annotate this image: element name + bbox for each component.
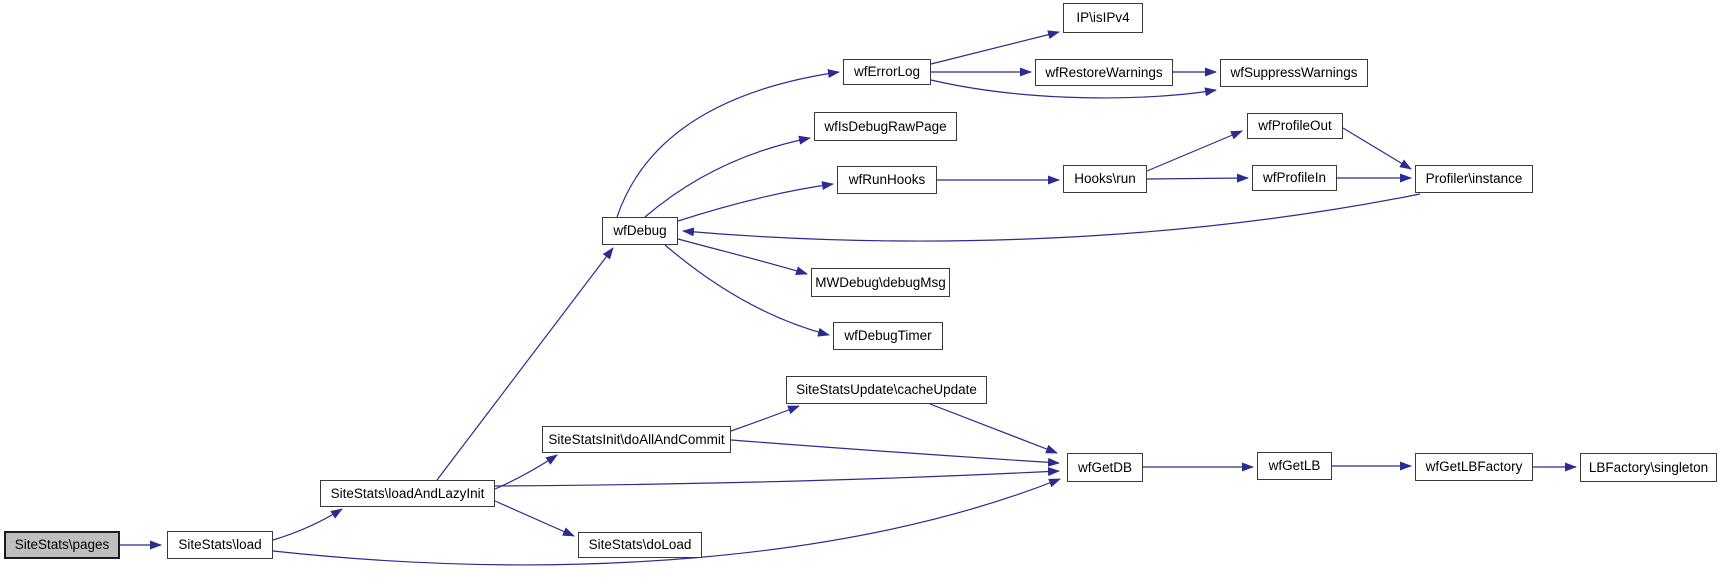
edge-hooks-run-wfprofilein [1146,173,1249,183]
node-ip-isipv4[interactable]: IP\isIPv4 [1063,3,1143,33]
edge-wfdebug-mwdebug-debugmsg [677,238,808,276]
edge-wferrorlog-wfsuppresswarnings [930,79,1217,99]
edge-loadandlazyinit-doallandcommit [494,454,558,490]
edge-group [120,30,1577,566]
node-doallandcommit[interactable]: SiteStatsInit\doAllAndCommit [542,426,731,453]
edge-doallandcommit-wfgetdb [730,439,1060,467]
edge-wfprofileout-profiler-instance [1342,127,1412,170]
node-lbfactory-singleton[interactable]: LBFactory\singleton [1580,453,1717,482]
node-sitestats-load[interactable]: SiteStats\load [167,531,273,559]
node-cacheupdate[interactable]: SiteStatsUpdate\cacheUpdate [786,376,987,404]
edge-hooks-run-wfprofileout [1146,130,1243,172]
node-wfdebug[interactable]: wfDebug [602,217,678,245]
node-wfgetlbfactory[interactable]: wfGetLBFactory [1415,453,1533,481]
node-wfdebugtimer[interactable]: wfDebugTimer [833,322,943,350]
node-profiler-instance[interactable]: Profiler\instance [1415,165,1533,193]
node-loadandlazyinit[interactable]: SiteStats\loadAndLazyInit [320,480,495,507]
edge-wfdebug-wfrunhooks [677,181,834,222]
edge-wfdebug-wfisdebugrawpage [644,135,811,218]
node-wfrestorewarnings[interactable]: wfRestoreWarnings [1035,59,1173,86]
edge-loadandlazyinit-wfgetdb [494,467,1060,487]
node-wfrunhooks[interactable]: wfRunHooks [837,166,937,194]
node-wfsuppresswarnings[interactable]: wfSuppressWarnings [1220,59,1368,87]
node-sitestats-pages[interactable]: SiteStats\pages [4,531,120,559]
edge-doallandcommit-cacheupdate [730,405,800,432]
edge-loadandlazyinit-doload [494,500,575,537]
node-wfgetdb[interactable]: wfGetDB [1067,453,1143,482]
edge-loadandlazyinit-wfdebug [436,247,614,481]
node-wfgetlb[interactable]: wfGetLB [1257,452,1332,480]
edge-sitestats-load-loadandlazyinit [272,508,343,541]
node-hooks-run[interactable]: Hooks\run [1063,165,1147,193]
edge-profiler-instance-wfdebug [682,193,1421,242]
node-wfprofileout[interactable]: wfProfileOut [1247,113,1343,139]
node-wferrorlog[interactable]: wfErrorLog [843,59,931,85]
node-doload[interactable]: SiteStats\doLoad [578,532,702,558]
node-wfisdebugrawpage[interactable]: wfIsDebugRawPage [814,112,957,141]
edge-cacheupdate-wfgetdb [929,403,1058,454]
node-wfprofilein[interactable]: wfProfileIn [1252,165,1337,191]
edge-wfdebug-wferrorlog [616,69,840,218]
edge-wferrorlog-ip-isipv4 [930,30,1060,65]
node-mwdebug-debugmsg[interactable]: MWDebug\debugMsg [811,268,950,297]
edge-wfdebug-wfdebugtimer [664,244,830,337]
